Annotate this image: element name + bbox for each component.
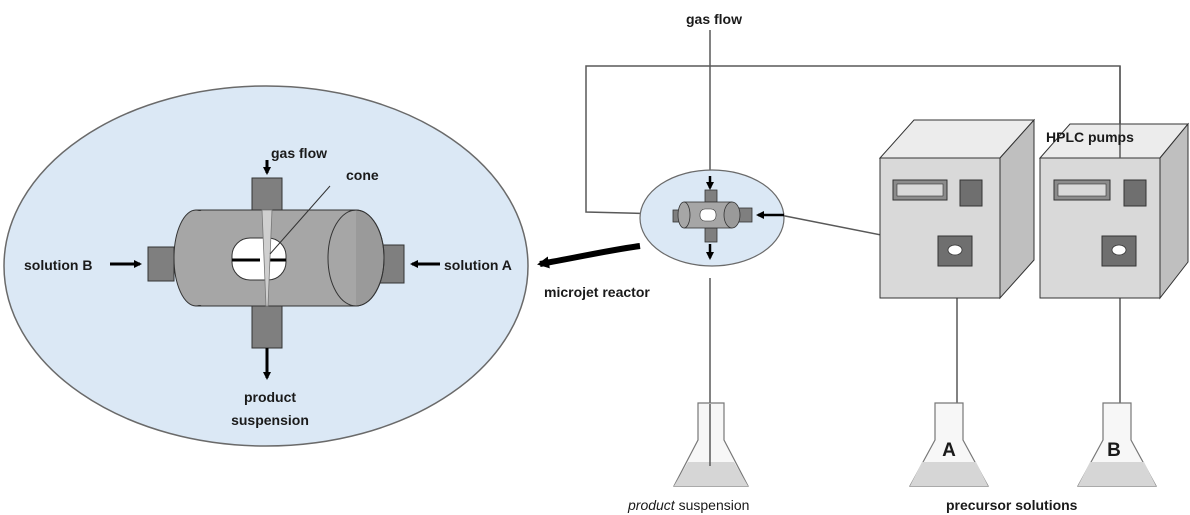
hplc-pumps-label: HPLC pumps: [1046, 129, 1134, 145]
solution-a-label: solution A: [444, 257, 512, 273]
flask-b-label: B: [1107, 440, 1121, 461]
zoom-arrow: [537, 243, 641, 269]
product-label-line1: product: [244, 389, 296, 405]
product-suspension-caption-rest: suspension: [675, 497, 750, 513]
cone-pointer-line: [269, 185, 331, 255]
left-port-solution-b: [147, 246, 175, 282]
gas-flow-inset-label: gas flow: [271, 145, 327, 161]
microjet-reactor-small: [639, 169, 785, 267]
solution-b-label: solution B: [24, 257, 92, 273]
product-suspension-caption-italic: product: [627, 497, 676, 513]
product-suspension-caption: product suspension: [627, 497, 749, 513]
reactor-detail-inset: gas flow cone solution B solution A prod…: [3, 85, 529, 447]
gas-flow-top-label: gas flow: [686, 11, 742, 27]
cone-label: cone: [346, 167, 379, 183]
product-flask: [673, 402, 749, 487]
precursor-flask-a: A: [908, 402, 990, 487]
hplc-pump-1: [878, 118, 1036, 300]
cone-wedge: [261, 209, 273, 307]
reactor-cylinder: [173, 209, 385, 307]
precursor-flask-b: B: [1076, 402, 1158, 487]
hplc-pump-2: [1038, 122, 1190, 300]
microjet-reactor-label: microjet reactor: [544, 284, 650, 300]
top-gas-port: [251, 177, 283, 211]
flask-a-label: A: [942, 440, 956, 461]
bottom-outlet-port: [251, 305, 283, 349]
product-label-line2: suspension: [231, 412, 309, 428]
precursor-solutions-caption: precursor solutions: [946, 497, 1078, 513]
